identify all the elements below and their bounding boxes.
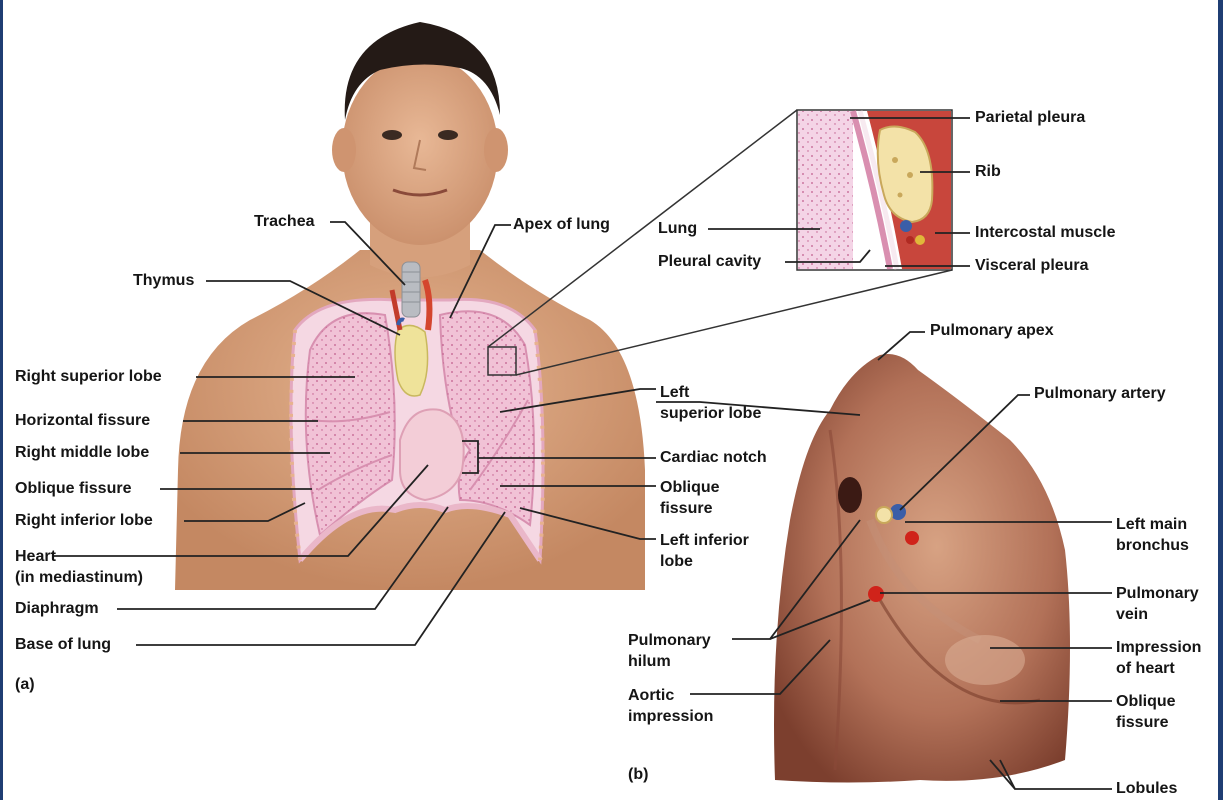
label-aortic-impression: Aortic impression [628, 685, 713, 727]
label-impression-of-heart: Impression of heart [1116, 637, 1201, 679]
panel-b-tag: (b) [628, 766, 648, 784]
trachea-shape [402, 262, 420, 317]
label-apex-of-lung: Apex of lung [513, 215, 610, 235]
label-pulmonary-artery: Pulmonary artery [1034, 384, 1166, 404]
label-visceral-pleura: Visceral pleura [975, 256, 1089, 276]
label-pulmonary-apex: Pulmonary apex [930, 321, 1054, 341]
label-thymus: Thymus [133, 271, 194, 291]
label-horizontal-fissure: Horizontal fissure [15, 411, 150, 431]
label-lung: Lung [658, 219, 697, 239]
label-oblique-fissure-right: Oblique fissure [15, 479, 131, 499]
label-oblique-fissure-b: Oblique fissure [1116, 691, 1176, 733]
lung-specimen [774, 354, 1070, 783]
label-parietal-pleura: Parietal pleura [975, 108, 1085, 128]
label-right-inferior-lobe: Right inferior lobe [15, 511, 153, 531]
label-trachea: Trachea [254, 212, 314, 232]
label-pleural-cavity: Pleural cavity [658, 252, 761, 272]
label-intercostal-muscle: Intercostal muscle [975, 223, 1116, 243]
label-diaphragm: Diaphragm [15, 599, 99, 619]
label-left-inferior-lobe: Left inferior lobe [660, 530, 749, 572]
label-left-superior-lobe: Left superior lobe [660, 382, 761, 424]
label-left-main-bronchus: Left main bronchus [1116, 514, 1189, 556]
label-rib: Rib [975, 162, 1001, 182]
thymus-shape [395, 325, 428, 396]
label-lobules: Lobules [1116, 779, 1177, 799]
label-right-middle-lobe: Right middle lobe [15, 443, 149, 463]
label-cardiac-notch: Cardiac notch [660, 448, 767, 468]
label-right-superior-lobe: Right superior lobe [15, 367, 162, 387]
label-pulmonary-hilum: Pulmonary hilum [628, 630, 711, 672]
label-base-of-lung: Base of lung [15, 635, 111, 655]
label-pulmonary-vein: Pulmonary vein [1116, 583, 1199, 625]
label-oblique-fissure-left: Oblique fissure [660, 477, 720, 519]
label-heart: Heart (in mediastinum) [15, 546, 143, 588]
panel-a-tag: (a) [15, 676, 35, 694]
